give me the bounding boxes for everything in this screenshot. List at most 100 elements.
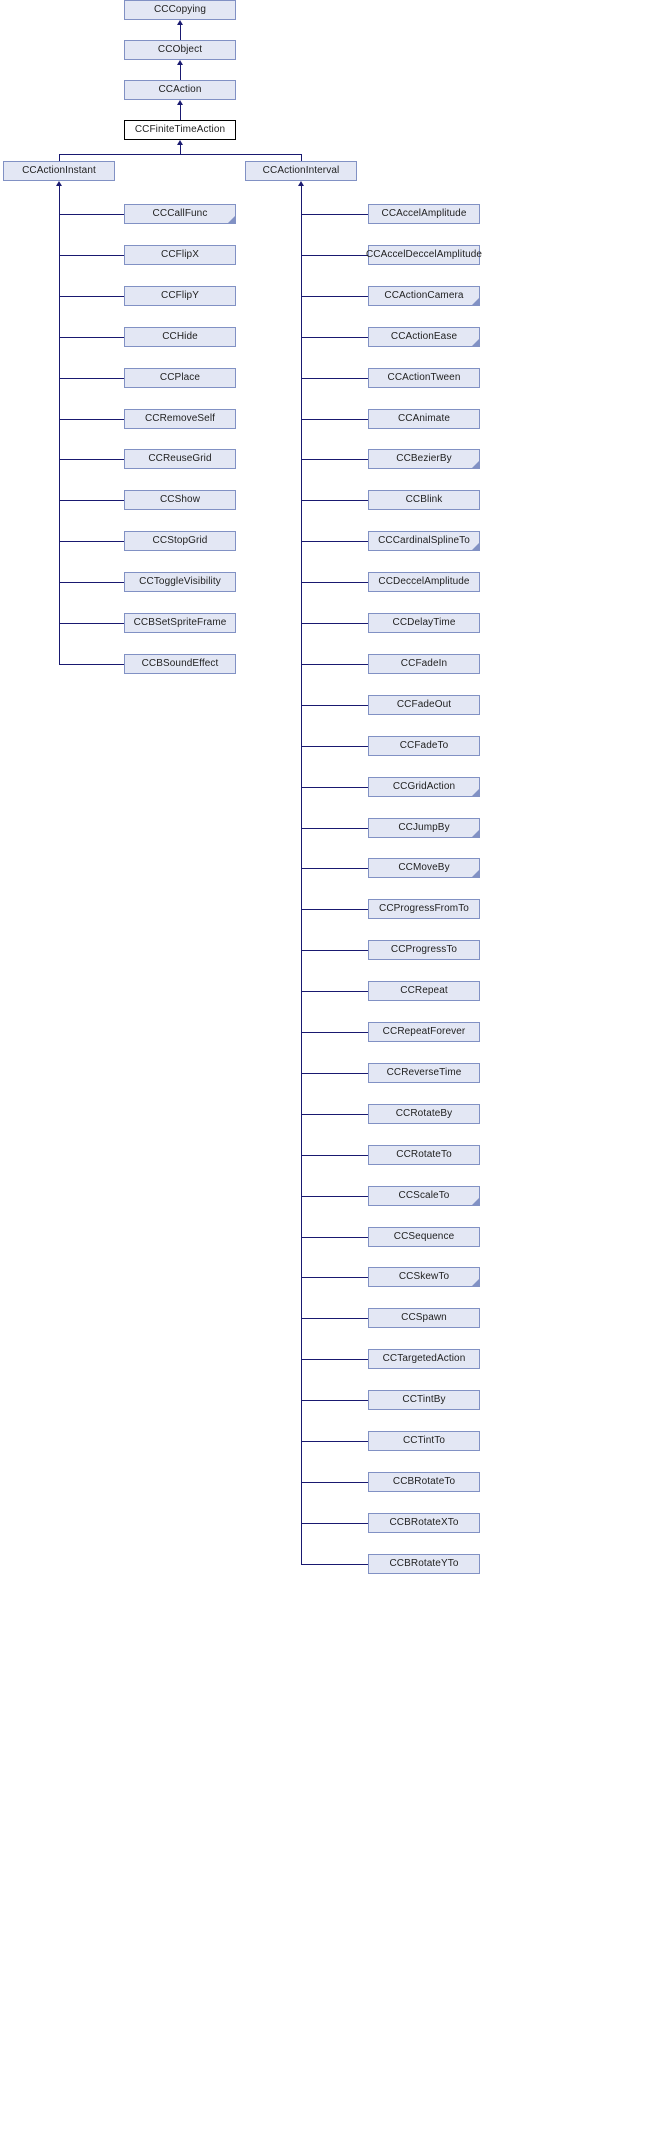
edge-to-CCSkewTo [301, 1277, 368, 1278]
edge-to-CCDelayTime [301, 623, 368, 624]
edge-to-CCFadeIn [301, 664, 368, 665]
class-node-label: CCRepeatForever [382, 1026, 466, 1037]
class-node-cccopying[interactable]: CCCopying [124, 0, 236, 20]
class-node-ccprogressfromto[interactable]: CCProgressFromTo [368, 899, 480, 919]
class-node-label: CCBRotateYTo [389, 1558, 459, 1569]
class-node-ccactioncamera[interactable]: CCActionCamera [368, 286, 480, 306]
class-node-label: CCRepeat [400, 985, 448, 996]
class-node-label: CCCallFunc [152, 208, 208, 219]
class-node-label: CCBSetSpriteFrame [133, 617, 227, 628]
class-node-ccbrotateto[interactable]: CCBRotateTo [368, 1472, 480, 1492]
class-node-ccjumpby[interactable]: CCJumpBy [368, 818, 480, 838]
class-node-ccblink[interactable]: CCBlink [368, 490, 480, 510]
edge-to-CCBRotateXTo [301, 1523, 368, 1524]
class-node-ccreversetime[interactable]: CCReverseTime [368, 1063, 480, 1083]
edge-to-CCTargetedAction [301, 1359, 368, 1360]
class-node-label: CCSequence [393, 1231, 455, 1242]
class-node-ccrotateby[interactable]: CCRotateBy [368, 1104, 480, 1124]
class-node-ccrepeat[interactable]: CCRepeat [368, 981, 480, 1001]
class-node-cccardinalsplineto[interactable]: CCCardinalSplineTo [368, 531, 480, 551]
class-node-ccskewto[interactable]: CCSkewTo [368, 1267, 480, 1287]
edge-to-CCHide [59, 337, 124, 338]
class-node-ccaccelamplitude[interactable]: CCAccelAmplitude [368, 204, 480, 224]
class-node-label: CCActionInterval [262, 165, 340, 176]
class-node-ccdeccelamplitude[interactable]: CCDeccelAmplitude [368, 572, 480, 592]
class-node-label: CCTargetedAction [382, 1353, 466, 1364]
class-node-ccactiontween[interactable]: CCActionTween [368, 368, 480, 388]
class-node-label: CCTintTo [402, 1435, 446, 1446]
edge-to-CCFadeTo [301, 746, 368, 747]
class-node-label: CCFadeIn [400, 658, 448, 669]
class-node-ccdelaytime[interactable]: CCDelayTime [368, 613, 480, 633]
class-node-ccanimate[interactable]: CCAnimate [368, 409, 480, 429]
class-node-cctintby[interactable]: CCTintBy [368, 1390, 480, 1410]
class-node-ccbsoundeffect[interactable]: CCBSoundEffect [124, 654, 236, 674]
class-node-ccaction[interactable]: CCAction [124, 80, 236, 100]
class-node-label: CCDeccelAmplitude [378, 576, 470, 587]
edge-to-CCToggleVisibility [59, 582, 124, 583]
class-node-ccactionease[interactable]: CCActionEase [368, 327, 480, 347]
class-node-ccmoveby[interactable]: CCMoveBy [368, 858, 480, 878]
class-node-ccstopgrid[interactable]: CCStopGrid [124, 531, 236, 551]
class-node-ccbrotatexto[interactable]: CCBRotateXTo [368, 1513, 480, 1533]
class-node-cccallfunc[interactable]: CCCallFunc [124, 204, 236, 224]
edge-split-bar [59, 154, 301, 155]
class-node-ccfinitetimeaction[interactable]: CCFiniteTimeAction [124, 120, 236, 140]
class-node-ccflipy[interactable]: CCFlipY [124, 286, 236, 306]
class-node-ccsequence[interactable]: CCSequence [368, 1227, 480, 1247]
class-node-label: CCShow [159, 494, 201, 505]
class-node-cctintto[interactable]: CCTintTo [368, 1431, 480, 1451]
class-node-cchide[interactable]: CCHide [124, 327, 236, 347]
class-node-label: CCReuseGrid [148, 453, 212, 464]
class-node-ccgridaction[interactable]: CCGridAction [368, 777, 480, 797]
class-node-ccrotateto[interactable]: CCRotateTo [368, 1145, 480, 1165]
class-node-ccspawn[interactable]: CCSpawn [368, 1308, 480, 1328]
class-node-ccfadeout[interactable]: CCFadeOut [368, 695, 480, 715]
class-node-label: CCBezierBy [396, 453, 452, 464]
edge-to-CCJumpBy [301, 828, 368, 829]
class-node-ccbezierby[interactable]: CCBezierBy [368, 449, 480, 469]
class-node-label: CCActionInstant [22, 165, 96, 176]
class-node-ccshow[interactable]: CCShow [124, 490, 236, 510]
edge-to-CCRotateTo [301, 1155, 368, 1156]
class-node-label: CCBlink [405, 494, 443, 505]
class-node-ccflipx[interactable]: CCFlipX [124, 245, 236, 265]
class-node-label: CCSpawn [401, 1312, 447, 1323]
class-node-ccplace[interactable]: CCPlace [124, 368, 236, 388]
class-node-label: CCDelayTime [392, 617, 456, 628]
class-node-ccobject[interactable]: CCObject [124, 40, 236, 60]
class-node-cctargetedaction[interactable]: CCTargetedAction [368, 1349, 480, 1369]
arrowhead-CCFiniteTimeAction [177, 100, 183, 105]
edge-to-CCDeccelAmplitude [301, 582, 368, 583]
class-node-ccactioninterval[interactable]: CCActionInterval [245, 161, 357, 181]
class-node-ccbrotateyto[interactable]: CCBRotateYTo [368, 1554, 480, 1574]
class-node-ccprogressto[interactable]: CCProgressTo [368, 940, 480, 960]
class-node-ccreusegrid[interactable]: CCReuseGrid [124, 449, 236, 469]
class-node-label: CCMoveBy [398, 862, 450, 873]
arrowhead-CCActionInterval-children [298, 181, 304, 186]
class-node-ccscaleto[interactable]: CCScaleTo [368, 1186, 480, 1206]
class-node-ccrepeatforever[interactable]: CCRepeatForever [368, 1022, 480, 1042]
edge-to-CCAnimate [301, 419, 368, 420]
class-node-ccfadein[interactable]: CCFadeIn [368, 654, 480, 674]
class-node-label: CCActionTween [387, 372, 461, 383]
class-node-ccremoveself[interactable]: CCRemoveSelf [124, 409, 236, 429]
arrowhead-CCAction [177, 60, 183, 65]
edge-to-CCProgressFromTo [301, 909, 368, 910]
class-node-label: CCReverseTime [386, 1067, 462, 1078]
edge-to-CCBRotateYTo [301, 1564, 368, 1565]
class-node-ccbsetspriteframe[interactable]: CCBSetSpriteFrame [124, 613, 236, 633]
edge-to-CCShow [59, 500, 124, 501]
class-node-cctogglevisibility[interactable]: CCToggleVisibility [124, 572, 236, 592]
class-node-label: CCAccelDeccelAmplitude [365, 249, 483, 260]
class-node-label: CCPlace [159, 372, 201, 383]
edge-to-CCBezierBy [301, 459, 368, 460]
class-node-label: CCFlipX [161, 249, 199, 260]
edge-to-CCCardinalSplineTo [301, 541, 368, 542]
class-node-ccacceldeccelamplitude[interactable]: CCAccelDeccelAmplitude [365, 245, 483, 265]
class-node-ccfadeto[interactable]: CCFadeTo [368, 736, 480, 756]
edge-split-right [301, 154, 302, 161]
class-node-ccactioninstant[interactable]: CCActionInstant [3, 161, 115, 181]
edge-to-CCBlink [301, 500, 368, 501]
